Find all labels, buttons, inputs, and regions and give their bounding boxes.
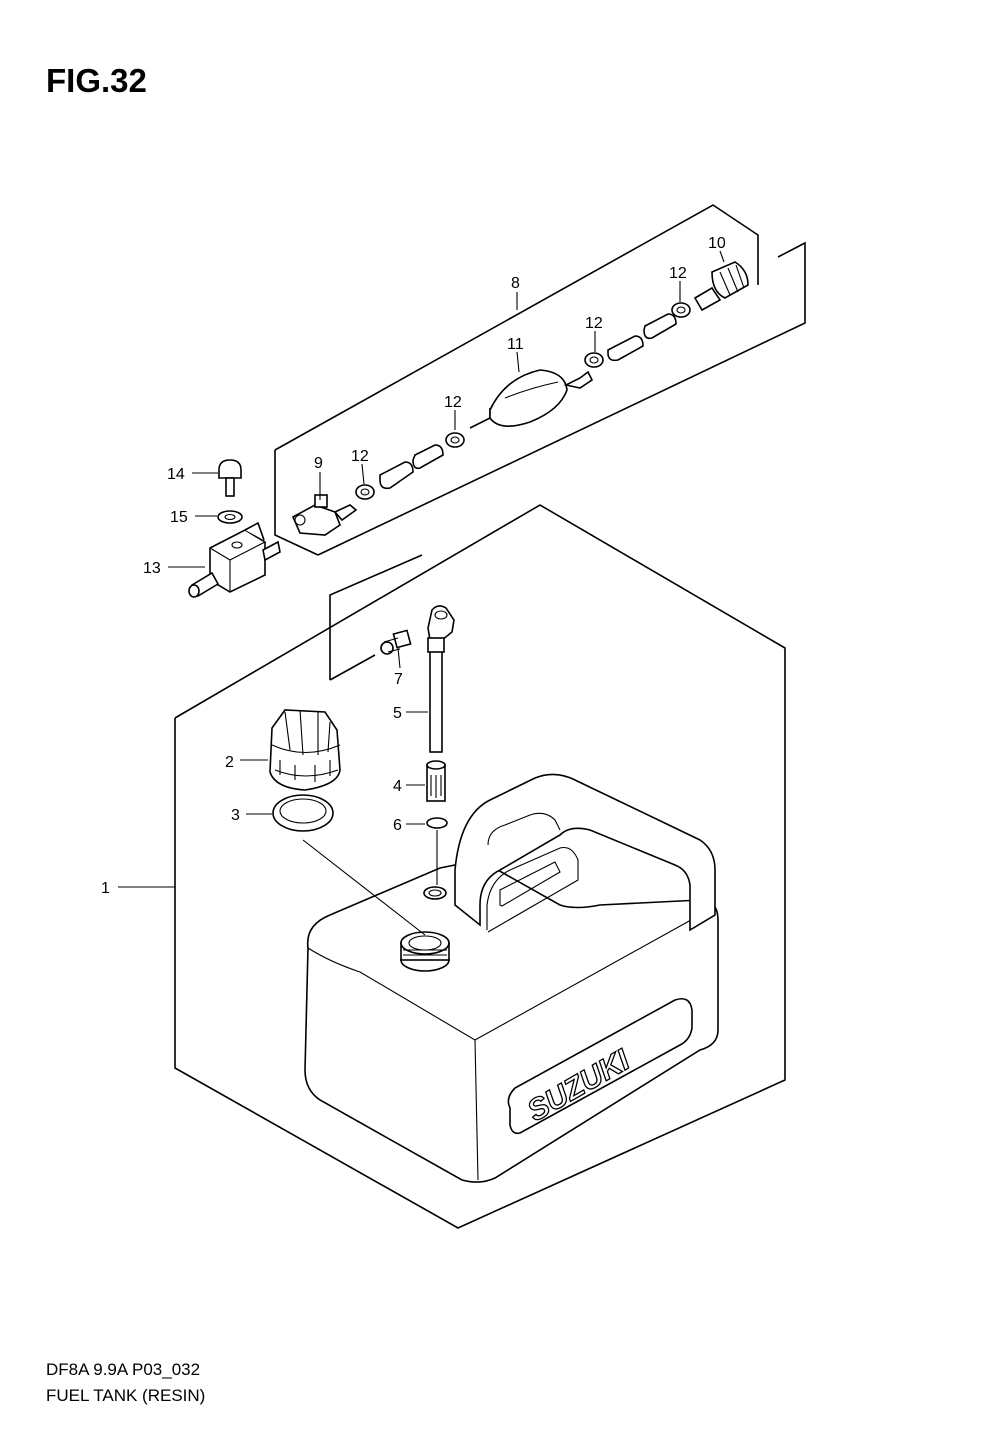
vent-screw: [380, 629, 412, 655]
callout-10: 10: [708, 235, 726, 252]
callout-14: 14: [167, 466, 185, 483]
hose-section-a: [379, 444, 444, 490]
callout-6: 6: [393, 817, 402, 834]
callout-4: 4: [393, 778, 402, 795]
leader-lines: [118, 250, 725, 936]
tank-cap: [269, 709, 341, 791]
connector-13: [188, 521, 281, 598]
callout-13: 13: [143, 560, 161, 577]
callout-12d: 12: [669, 265, 687, 282]
hose-clip-d: [671, 302, 691, 318]
callout-3: 3: [231, 807, 240, 824]
suction-pipe: [427, 605, 455, 753]
connector-10: [693, 261, 749, 312]
bolt-14: [218, 459, 242, 497]
callout-12c: 12: [585, 315, 603, 332]
gasket-ring: [272, 794, 334, 832]
fuel-tank-body: SUZUKI: [304, 773, 719, 1183]
hose-section-b: [607, 313, 677, 362]
callout-8: 8: [511, 275, 520, 292]
callout-labels: 1 2 3 4 5 6 7 8 9 10 11 12 12 12 12 12 1…: [101, 235, 726, 897]
washer-15: [217, 510, 243, 524]
tank-frame: [174, 504, 786, 1229]
callout-5: 5: [393, 705, 402, 722]
diagram-code: DF8A 9.9A P03_032: [46, 1360, 201, 1379]
hose-clip-c: [584, 352, 604, 368]
hose-assembly-frame: [274, 204, 806, 556]
figure-title: FIG.32: [46, 62, 147, 99]
callout-11: 11: [507, 336, 524, 353]
callout-1: 1: [101, 880, 110, 897]
callout-7: 7: [394, 671, 403, 688]
fuel-filter: [426, 760, 446, 802]
diagram-name: FUEL TANK (RESIN): [46, 1386, 206, 1405]
callout-12b: 12: [444, 394, 462, 411]
callout-12a: 12: [351, 448, 369, 465]
connector-9: [291, 494, 358, 536]
hose-clip-a: [355, 484, 375, 500]
primer-bulb: [469, 369, 594, 429]
hose-clip-b: [445, 432, 465, 448]
callout-2: 2: [225, 754, 234, 771]
o-ring: [426, 817, 448, 829]
callout-9: 9: [314, 455, 323, 472]
callout-15: 15: [170, 509, 188, 526]
